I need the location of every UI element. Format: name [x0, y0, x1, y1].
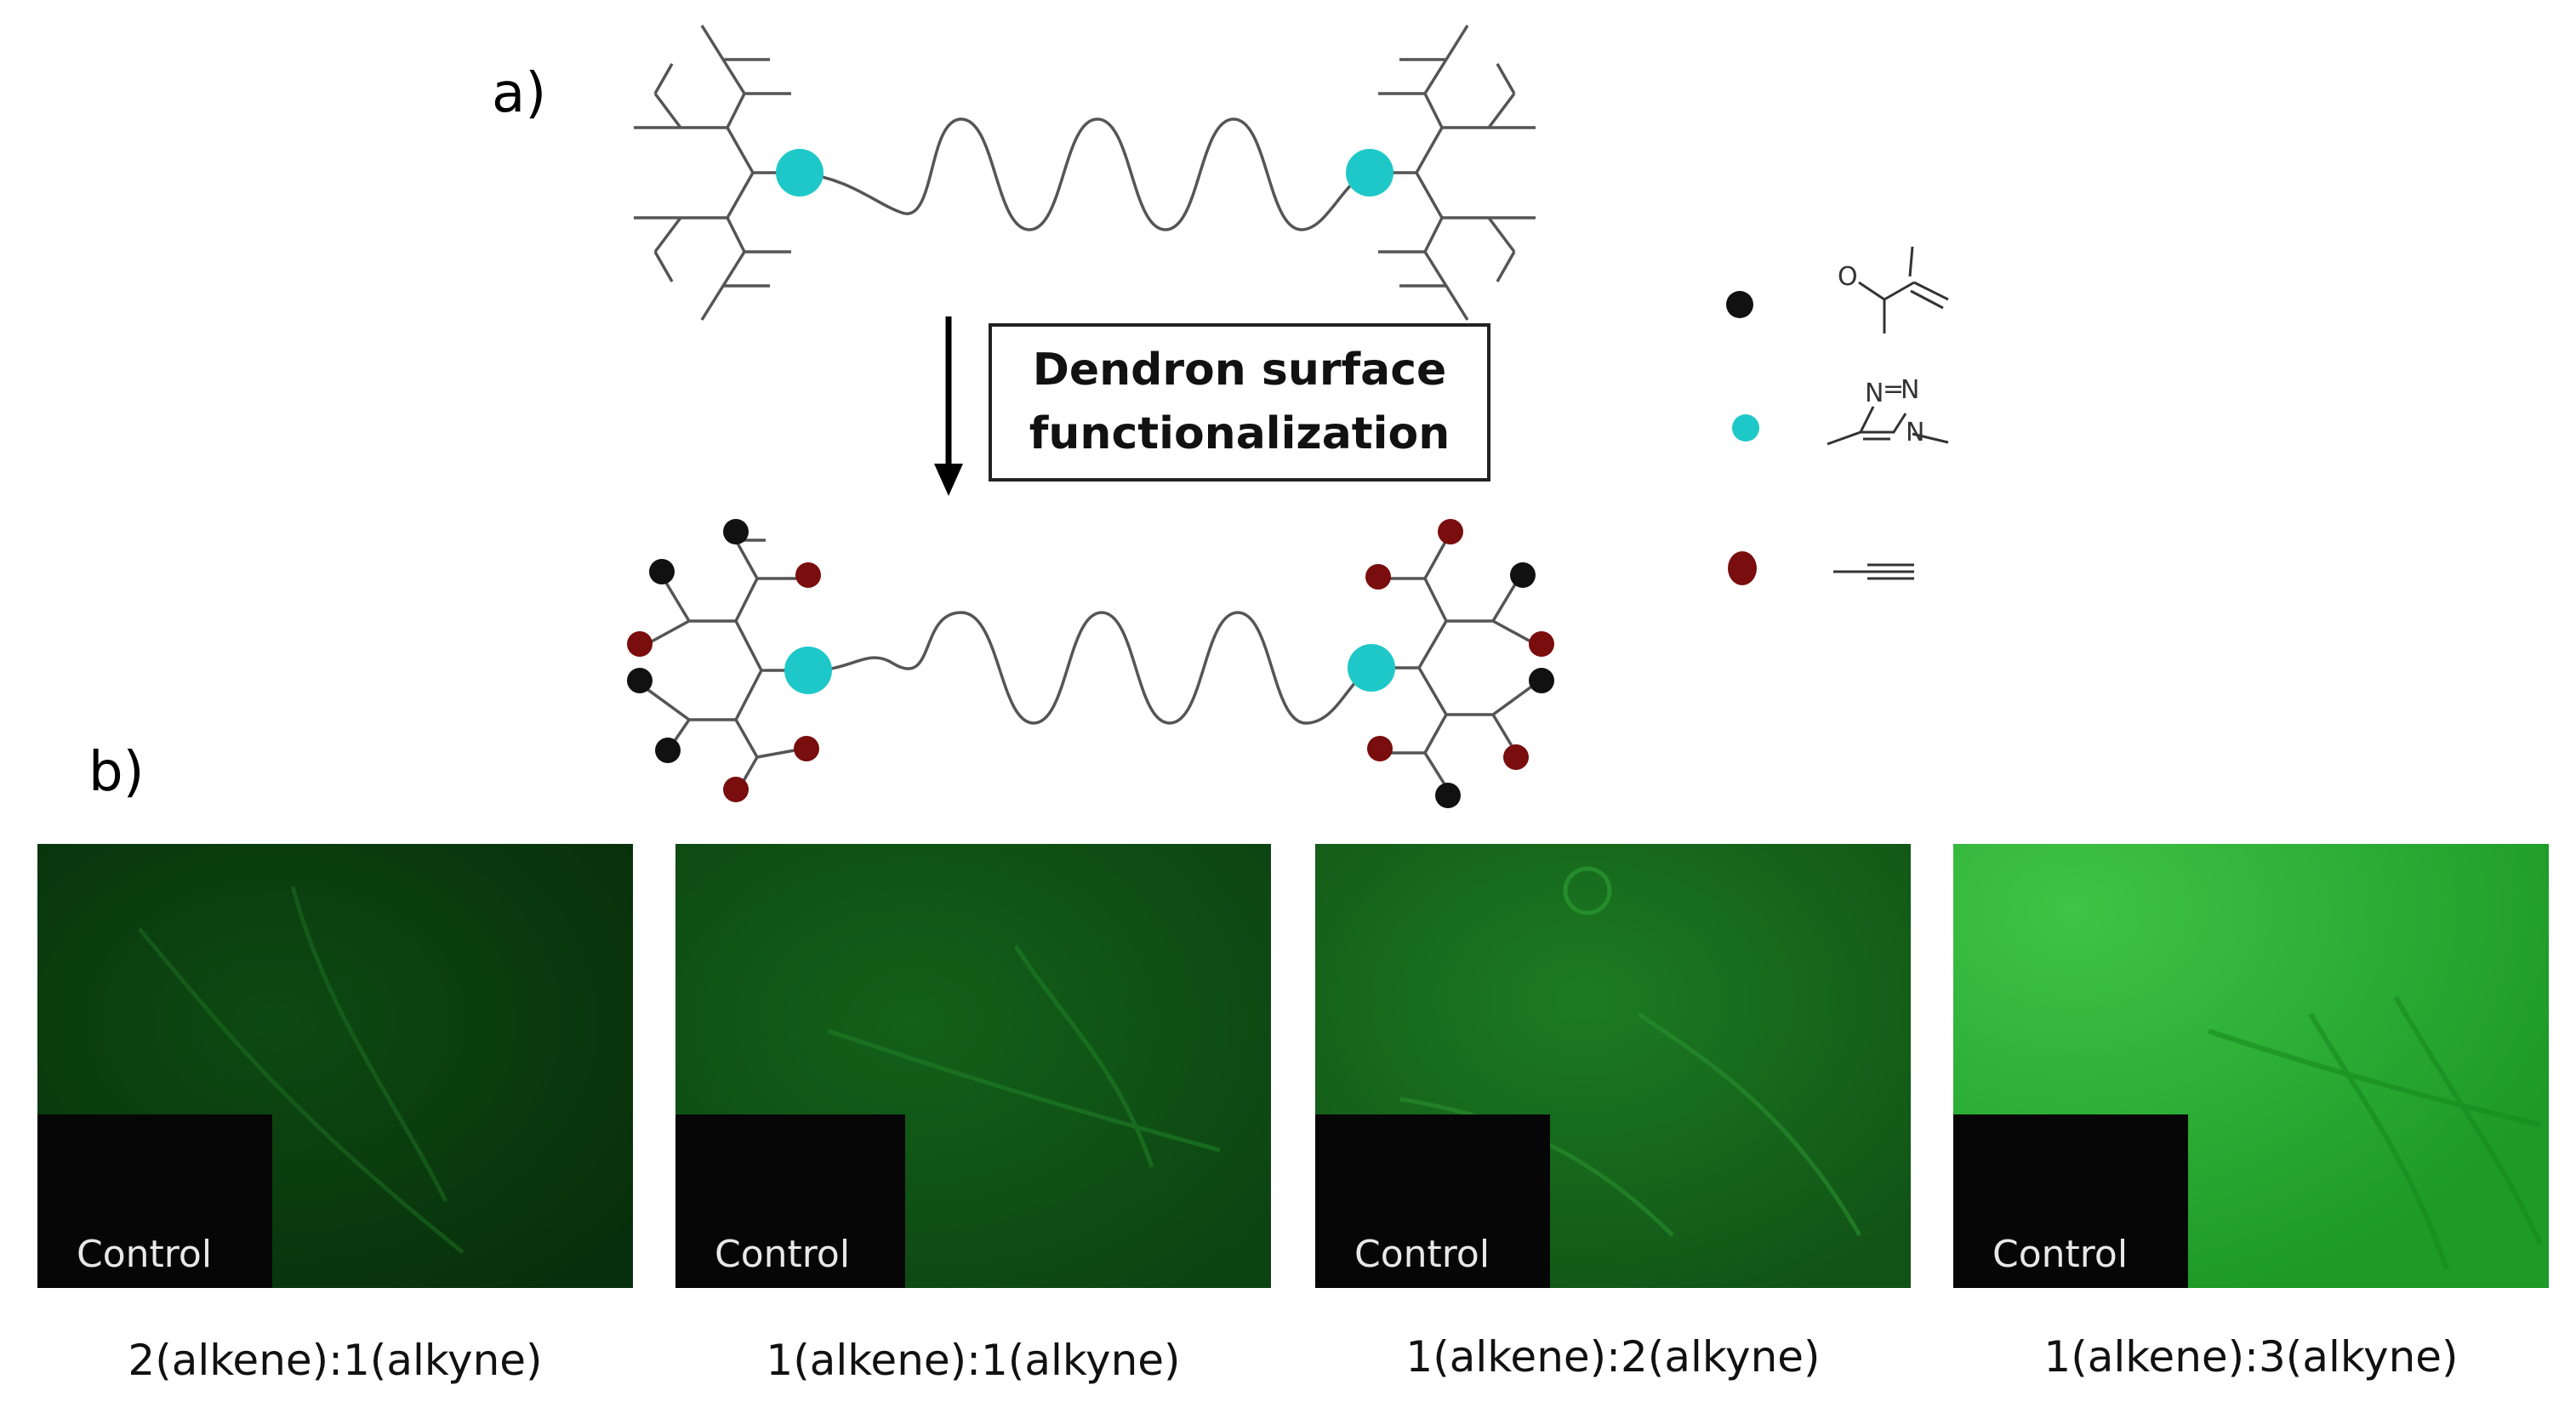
alkyne-end-group: [723, 777, 749, 802]
micrograph-1-alkene-3-alkyne: Control: [1953, 844, 2549, 1288]
control-label: Control: [1354, 1233, 1490, 1276]
triazole-node: [776, 149, 824, 197]
dendron-left-bare: [634, 25, 800, 321]
process-label-line2: functionalization: [1029, 408, 1450, 459]
alkene-end-group: [627, 668, 653, 693]
legend-alkyne: [1728, 551, 1914, 585]
legend-red-dot: [1728, 551, 1757, 585]
triazole-node: [1348, 644, 1395, 692]
svg-text:N: N: [1865, 379, 1884, 408]
control-inset: Control: [1953, 1114, 2188, 1288]
control-inset: Control: [1315, 1114, 1550, 1288]
functionalization-label-box: Dendron surface functionalization: [989, 323, 1490, 482]
legend-black-dot: [1726, 291, 1753, 318]
micrograph-1-alkene-2-alkyne: Control: [1315, 844, 1911, 1288]
svg-text:N: N: [1901, 375, 1919, 405]
caption-1-alkene-1-alkyne: 1(alkene):1(alkyne): [766, 1336, 1181, 1385]
legend: O N = N N: [1726, 246, 1949, 585]
dendron-right-functionalized: [1371, 530, 1542, 796]
micrograph-2-alkene-1-alkyne: Control: [37, 844, 633, 1288]
terminal-groups: [627, 519, 1554, 808]
caption-2-alkene-1-alkyne: 2(alkene):1(alkyne): [128, 1336, 543, 1385]
alkyne-end-group: [794, 736, 819, 761]
reaction-arrow: [934, 316, 963, 496]
alkyne-end-group: [1438, 519, 1463, 544]
svg-text:=: =: [1883, 374, 1904, 404]
alkyne-end-group: [1367, 736, 1393, 761]
control-inset: Control: [37, 1114, 272, 1288]
alkene-end-group: [1529, 668, 1554, 693]
triazole-node: [784, 647, 832, 694]
control-label: Control: [1992, 1233, 2129, 1276]
functionalized-dendron-polymer: [641, 530, 1542, 796]
panel-b-label: b): [88, 741, 145, 804]
alkyne-end-group: [1529, 631, 1554, 657]
control-label: Control: [715, 1233, 851, 1276]
caption-1-alkene-3-alkyne: 1(alkene):3(alkyne): [2043, 1332, 2459, 1382]
control-inset: Control: [675, 1114, 905, 1288]
alkene-end-group: [1435, 783, 1461, 808]
legend-cyan-dot: [1732, 414, 1759, 442]
triazole-node: [1346, 149, 1393, 197]
polymer-chain: [799, 117, 1371, 231]
legend-methacrylate-oxygen: O: [1838, 262, 1858, 292]
process-label-line1: Dendron surface: [1032, 344, 1447, 396]
alkyne-end-group: [1365, 564, 1391, 590]
alkene-end-group: [1510, 562, 1536, 588]
alkene-end-group: [655, 738, 681, 763]
alkene-end-group: [723, 519, 749, 544]
panel-a-label: a): [492, 62, 547, 125]
control-label: Control: [77, 1233, 213, 1276]
bare-dendron-polymer: [634, 25, 1536, 321]
legend-triazole: N = N N: [1732, 374, 1949, 447]
dendron-left-functionalized: [641, 531, 808, 788]
dendron-right-bare: [1370, 25, 1536, 321]
polymer-chain: [807, 611, 1372, 725]
alkyne-end-group: [627, 631, 653, 657]
legend-methacrylate: [1726, 246, 1949, 333]
micrograph-1-alkene-1-alkyne: Control: [675, 844, 1271, 1288]
alkyne-end-group: [795, 562, 821, 588]
caption-1-alkene-2-alkyne: 1(alkene):2(alkyne): [1405, 1332, 1821, 1382]
alkyne-end-group: [1503, 744, 1529, 770]
svg-text:N: N: [1906, 418, 1924, 447]
alkene-end-group: [649, 559, 675, 584]
